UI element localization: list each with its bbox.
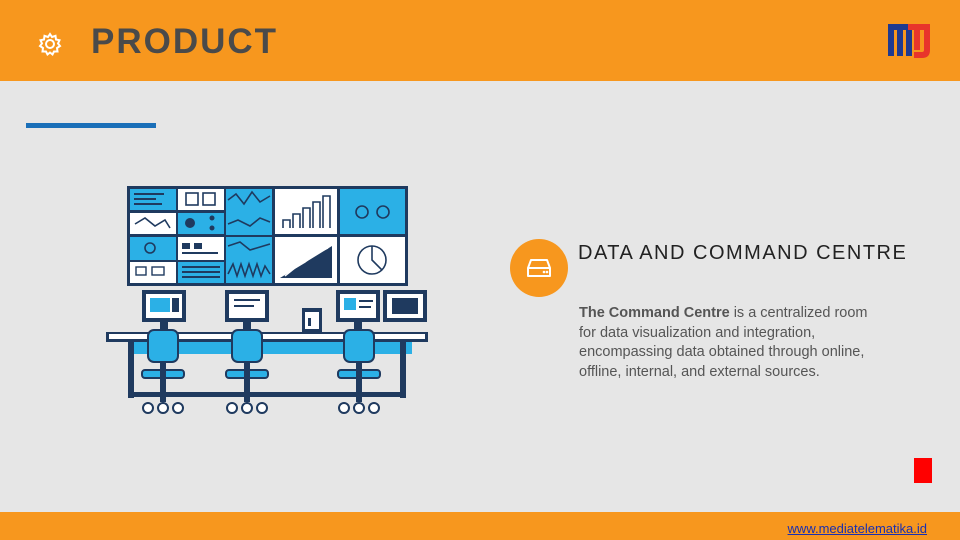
gear-icon <box>38 32 62 57</box>
description-bold: The Command Centre <box>579 305 730 321</box>
website-link[interactable]: www.mediatelematika.id <box>787 521 927 536</box>
command-centre-illustration <box>106 186 428 414</box>
server-drive-icon <box>527 259 551 277</box>
section-description: The Command Centre is a centralized room… <box>579 304 879 382</box>
description-text: is a centralized room for data visualiza… <box>579 305 868 380</box>
section-title: DATA AND COMMAND CENTRE <box>578 242 908 264</box>
red-marker <box>914 458 932 483</box>
mj-logo <box>886 20 932 60</box>
header-bar: PRODUCT <box>0 0 960 81</box>
section-icon-circle <box>510 239 568 297</box>
accent-line <box>26 123 156 128</box>
page-title: PRODUCT <box>91 22 279 61</box>
footer-bar: www.mediatelematika.id <box>0 512 960 540</box>
